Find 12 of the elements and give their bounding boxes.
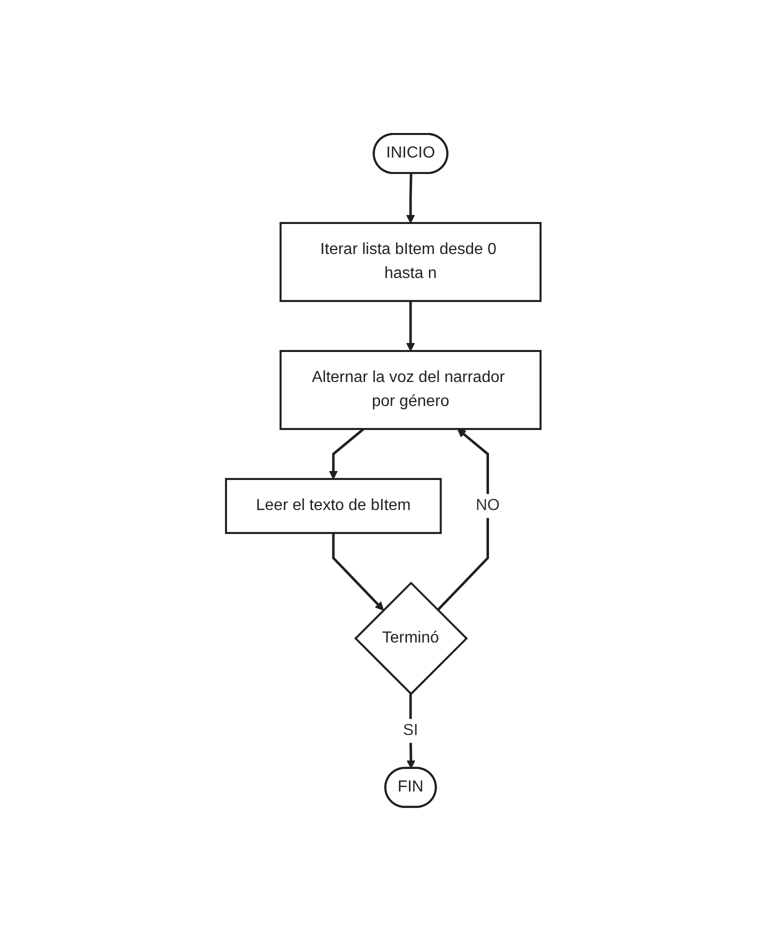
arrow	[436, 428, 489, 611]
edge-label: SI	[402, 721, 418, 738]
node-box: Leer el texto de bItem	[224, 478, 442, 534]
edge-label: NO	[475, 496, 500, 514]
node-box: Iterar lista bItem desde 0 hasta n	[279, 222, 542, 302]
node-diamond: Terminó	[354, 581, 468, 695]
arrow	[328, 428, 364, 479]
node-box: Alternar la voz del narrador por género	[279, 350, 542, 430]
arrow	[406, 173, 415, 223]
arrow	[406, 693, 416, 768]
arrow	[406, 300, 415, 351]
arrow	[332, 532, 384, 610]
